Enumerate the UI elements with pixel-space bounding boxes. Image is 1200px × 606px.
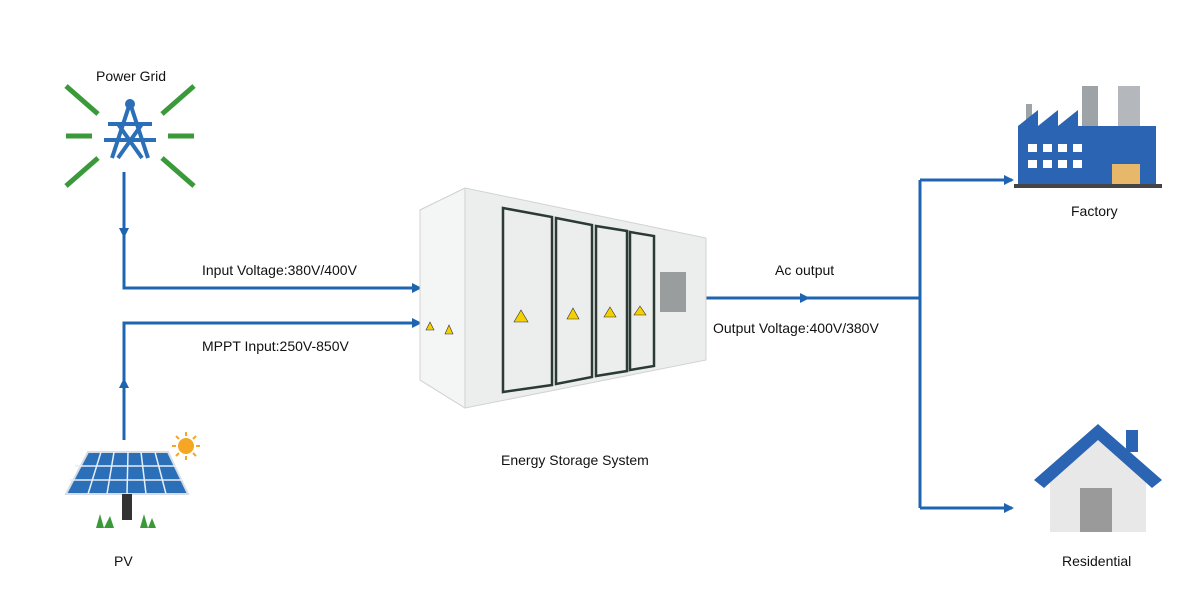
connector-lines: [119, 172, 1014, 513]
house-icon: [1034, 424, 1162, 532]
energy-storage-container-image: [419, 187, 707, 409]
power-grid-icon: [64, 84, 196, 188]
solar-panel-icon: [64, 432, 200, 528]
output-voltage-label: Output Voltage:400V/380V: [713, 320, 879, 336]
mppt-input-label: MPPT Input:250V-850V: [202, 338, 349, 354]
input-voltage-label: Input Voltage:380V/400V: [202, 262, 357, 278]
factory-icon: [1014, 86, 1162, 188]
ess-label: Energy Storage System: [501, 452, 649, 468]
residential-label: Residential: [1062, 553, 1132, 569]
factory-label: Factory: [1071, 203, 1118, 219]
pv-label: PV: [114, 553, 133, 569]
power-grid-label: Power Grid: [96, 68, 167, 84]
ac-output-label: Ac output: [775, 262, 835, 278]
